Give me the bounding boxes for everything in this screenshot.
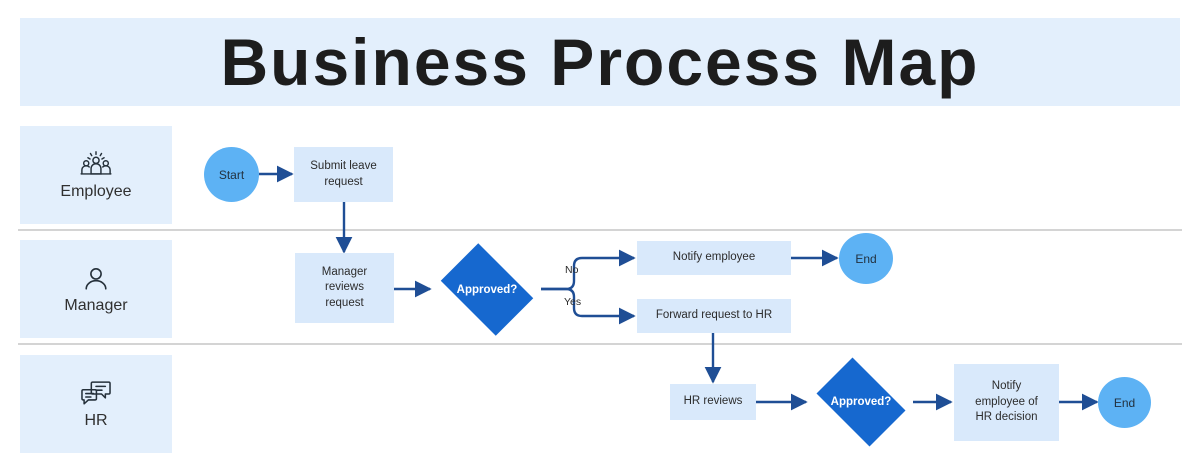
edge-label-no: No	[565, 264, 579, 276]
lane-divider-manager-hr	[18, 343, 1182, 345]
lane-header-manager[interactable]: Manager	[20, 240, 172, 338]
chat-bubbles-icon	[81, 381, 111, 405]
node-start[interactable]: Start	[204, 147, 259, 202]
lane-label-hr: HR	[84, 411, 108, 429]
node-notify-employee[interactable]: Notify employee	[637, 241, 791, 275]
node-end-manager[interactable]: End	[839, 233, 893, 284]
node-manager-approved-label: Approved?	[456, 283, 518, 296]
title-banner: Business Process Map	[20, 18, 1180, 106]
edge-decision-yes-to-forward	[541, 287, 636, 325]
node-forward-to-hr[interactable]: Forward request to HR	[637, 299, 791, 333]
node-hr-approved[interactable]: Approved?	[808, 357, 914, 447]
node-notify-employee-label: Notify employee	[672, 251, 756, 264]
node-hr-approved-label: Approved?	[830, 396, 892, 408]
node-hr-reviews-label: HR reviews	[683, 395, 743, 408]
edge-label-yes: Yes	[564, 296, 582, 308]
node-end-hr-label: End	[1113, 395, 1136, 410]
node-hr-reviews[interactable]: HR reviews	[670, 384, 756, 420]
person-icon	[85, 267, 107, 290]
node-end-manager-label: End	[855, 251, 877, 266]
edge-decision-no-to-notify	[541, 249, 636, 291]
node-forward-to-hr-label: Forward request to HR	[655, 309, 773, 322]
node-end-hr[interactable]: End	[1098, 377, 1151, 428]
node-manager-approved[interactable]: Approved?	[432, 243, 542, 336]
lane-header-hr[interactable]: HR	[20, 355, 172, 453]
lane-label-employee: Employee	[60, 182, 132, 200]
lane-label-manager: Manager	[64, 296, 128, 314]
people-group-icon	[80, 150, 112, 175]
lane-divider-employee-manager	[18, 229, 1182, 231]
lane-header-employee[interactable]: Employee	[20, 126, 172, 224]
node-start-label: Start	[218, 167, 245, 182]
page-title: Business Process Map	[220, 25, 980, 99]
